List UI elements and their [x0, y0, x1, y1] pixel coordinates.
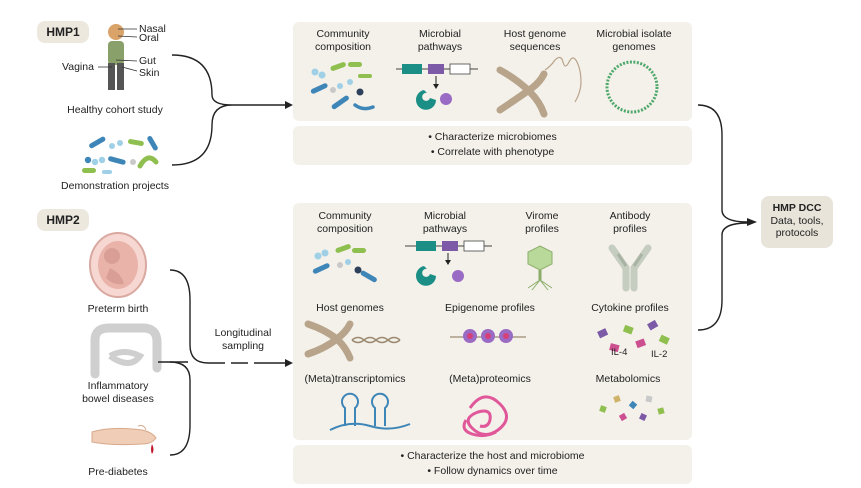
hmp2-community-composition-icon — [312, 244, 377, 283]
proteomics-icon — [462, 395, 508, 438]
site-vagina: Vagina — [62, 61, 94, 73]
hmp1-microbial-pathways-label: Microbial pathways — [417, 28, 463, 53]
hmp1-host-genome-label: Host genome sequences — [503, 28, 567, 53]
microbial-isolate-genomes-icon — [605, 60, 659, 114]
site-gut: Gut — [139, 55, 156, 67]
site-nasal: Nasal — [139, 23, 166, 35]
il4-label: IL-4 — [611, 347, 628, 358]
proteomics-label: (Meta)proteomics — [449, 373, 531, 385]
preterm-birth-icon — [89, 232, 147, 298]
metabolomics-icon — [599, 395, 665, 422]
microbial-pathways-icon — [396, 63, 478, 110]
antibody-profiles-label: Antibody profiles — [609, 210, 651, 235]
host-genomes-icon — [304, 320, 401, 362]
hmp2-tag: HMP2 — [37, 209, 89, 231]
demonstration-microbes-icon — [82, 135, 159, 174]
dcc-subtitle: Data, tools, protocols — [770, 214, 824, 240]
epigenome-profiles-label: Epigenome profiles — [445, 302, 535, 314]
metabolomics-label: Metabolomics — [595, 373, 661, 385]
transcriptomics-icon — [329, 392, 411, 431]
hmp2-data-panel — [293, 203, 692, 440]
epigenome-icon — [450, 329, 526, 343]
hmp1-brace — [171, 54, 233, 166]
transcriptomics-label: (Meta)transcriptomics — [304, 373, 406, 385]
hmp2-brace — [169, 269, 209, 456]
host-genome-sequences-icon — [496, 56, 582, 118]
hmp2-community-composition-label: Community composition — [316, 210, 374, 235]
site-oral: Oral — [139, 32, 159, 44]
hmp1-bullet-1: • Characterize microbiomes — [428, 131, 557, 143]
inflammatory-bowel-icon — [90, 323, 162, 379]
virome-icon — [527, 245, 553, 291]
cytokine-icon — [597, 319, 670, 353]
ibd-label: Inflammatory bowel diseases — [82, 380, 154, 405]
virome-profiles-label: Virome profiles — [525, 210, 559, 235]
il2-label: IL-2 — [651, 349, 668, 360]
hmp2-microbial-pathways-label: Microbial pathways — [422, 210, 468, 235]
person-figure — [98, 24, 138, 90]
hmp2-to-dcc-arrow — [697, 222, 749, 331]
hmp1-data-panel — [293, 22, 692, 121]
preterm-birth-label: Preterm birth — [87, 303, 149, 315]
hmp2-bullet-panel — [293, 445, 692, 484]
pre-diabetes-icon — [91, 425, 157, 454]
hmp2-bullet-1: • Characterize the host and microbiome — [400, 450, 585, 462]
hmp2-bullet-2: • Follow dynamics over time — [427, 465, 558, 477]
community-composition-icon — [310, 62, 375, 111]
hmp1-to-dcc-arrow — [697, 104, 749, 223]
dcc-title: HMP DCC — [772, 202, 822, 214]
hmp1-bullet-panel — [293, 126, 692, 165]
host-genomes-label: Host genomes — [316, 302, 384, 314]
cytokine-profiles-label: Cytokine profiles — [591, 302, 669, 314]
hmp1-bullet-2: • Correlate with phenotype — [430, 146, 555, 158]
demonstration-projects-label: Demonstration projects — [61, 180, 169, 192]
hmp1-community-composition-label: Community composition — [314, 28, 372, 53]
antibody-icon — [608, 244, 652, 292]
site-skin: Skin — [139, 67, 160, 79]
hmp1-tag: HMP1 — [37, 21, 89, 43]
hmp1-isolate-genomes-label: Microbial isolate genomes — [596, 28, 672, 53]
pre-diabetes-label: Pre-diabetes — [88, 466, 148, 478]
healthy-cohort-label: Healthy cohort study — [67, 104, 163, 116]
hmp2-microbial-pathways-icon — [405, 240, 492, 286]
longitudinal-sampling-label: Longitudinal sampling — [214, 327, 272, 352]
hmp-dcc-box: HMP DCC Data, tools, protocols — [761, 196, 833, 248]
